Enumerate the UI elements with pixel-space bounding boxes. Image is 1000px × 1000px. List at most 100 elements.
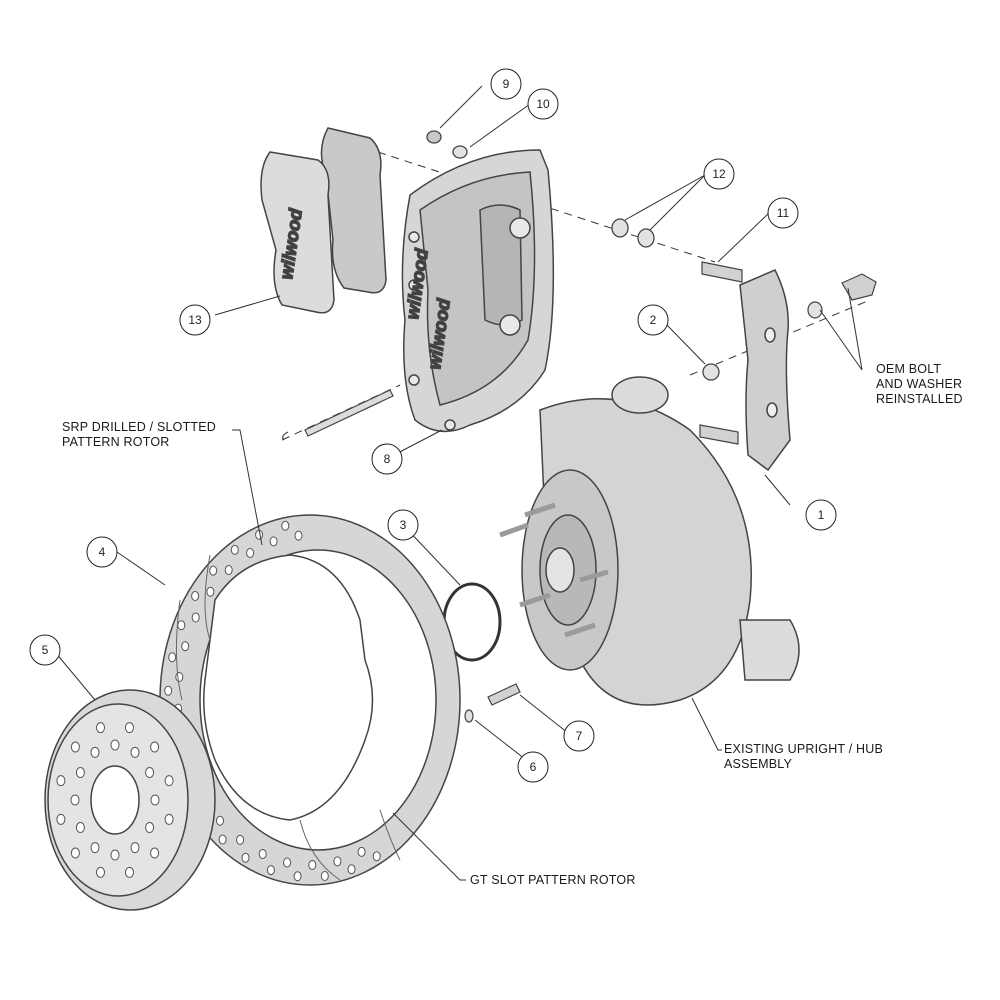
hat-bolt-hole <box>96 866 105 878</box>
hat-bolt-hole <box>75 822 85 833</box>
leader-lines <box>54 85 863 881</box>
hat-bolt-hole <box>150 847 160 859</box>
rotor-drill-hole <box>294 530 303 541</box>
rotor-drill-hole <box>209 565 218 576</box>
hat-bolt-hole <box>130 746 140 758</box>
rotor-drill-hole <box>181 641 190 652</box>
rotor-drill-hole <box>347 864 356 875</box>
callout-7: 7 <box>563 720 595 752</box>
bleeder-parts <box>426 130 468 159</box>
label-oem-bolt: OEM BOLT AND WASHER REINSTALLED <box>876 362 963 407</box>
hat-bolt-hole <box>110 849 120 861</box>
rotor-drill-hole <box>191 591 200 601</box>
callout-8: 8 <box>371 443 403 475</box>
callout-3-number: 3 <box>400 518 407 532</box>
mounting-bracket <box>739 269 791 472</box>
rotor-drill-hole <box>236 834 245 845</box>
rotor-drill-hole <box>191 612 200 623</box>
rotor-drill-hole <box>266 865 275 876</box>
oem-bolt-washer <box>807 273 877 319</box>
callout-12-number: 12 <box>712 167 726 181</box>
hat-bolt-hole <box>110 739 120 751</box>
label-gt-rotor-line-1: GT SLOT PATTERN ROTOR <box>470 873 636 887</box>
callout-10: 10 <box>527 88 559 120</box>
rotor-drill-hole <box>320 871 329 881</box>
label-oem-bolt-line-2: AND WASHER <box>876 377 963 391</box>
callout-13-number: 13 <box>188 313 202 327</box>
hat-bolt-hole <box>70 794 80 806</box>
rotor-drill-hole <box>206 586 215 597</box>
label-upright-hub: EXISTING UPRIGHT / HUB ASSEMBLY <box>724 742 883 772</box>
shim-washers <box>611 218 655 248</box>
hat-bolt-hole <box>125 722 134 734</box>
callout-2: 2 <box>637 304 669 336</box>
hat-bolt-hole <box>130 842 140 854</box>
callout-2-number: 2 <box>650 313 657 327</box>
hat-bolt-hole <box>90 746 100 758</box>
callout-12: 12 <box>703 158 735 190</box>
hat-bolt-holes <box>56 722 174 878</box>
hat-bolt-hole <box>145 767 155 778</box>
brake-pads: wilwood <box>260 127 387 314</box>
callout-6-number: 6 <box>530 760 537 774</box>
pad-retaining-pin <box>282 389 394 441</box>
label-gt-rotor: GT SLOT PATTERN ROTOR <box>470 873 636 888</box>
hat-bolt-hole <box>56 813 66 825</box>
callout-11-number: 11 <box>777 206 790 220</box>
label-upright-line-2: ASSEMBLY <box>724 757 793 771</box>
assembly-centerlines <box>281 151 871 441</box>
rotor-drill-hole <box>224 565 233 575</box>
rotor-drill-hole <box>168 652 177 663</box>
hat-bolt-hole <box>75 767 85 778</box>
rotor-drill-hole <box>175 672 184 682</box>
hat-bolt-hole <box>145 822 155 833</box>
mounting-bolts <box>699 261 743 445</box>
callout-10-number: 10 <box>536 97 550 111</box>
rotor-drill-hole <box>269 536 278 547</box>
rotor-drill-hole <box>216 815 224 826</box>
rotor-drill-hole <box>177 620 186 631</box>
rotor-drill-hole <box>281 520 290 531</box>
label-upright-line-1: EXISTING UPRIGHT / HUB <box>724 742 884 756</box>
rotor-bolt <box>464 683 521 723</box>
hat-bolt-hole <box>125 866 134 878</box>
rotor-drill-hole <box>283 857 292 868</box>
existing-upright-hub <box>499 376 800 706</box>
hat-bolt-hole <box>150 794 160 806</box>
hat-bolt-hole <box>96 722 105 734</box>
callout-3: 3 <box>387 509 419 541</box>
rotor-hat <box>44 689 216 911</box>
callout-1-number: 1 <box>818 508 825 522</box>
caliper: wilwood wilwood <box>401 149 555 433</box>
rotor-drill-hole <box>372 851 381 862</box>
rotor-drill-hole <box>241 852 250 863</box>
callout-13: 13 <box>179 304 211 336</box>
hat-bolt-hole <box>70 847 80 859</box>
rotor-drill-hole <box>293 871 302 882</box>
rotor-slots <box>175 554 401 881</box>
callout-9: 9 <box>490 68 522 100</box>
rotor-drill-hole <box>357 846 366 857</box>
hat-bolt-hole <box>164 775 174 787</box>
callout-1: 1 <box>805 499 837 531</box>
callout-7-number: 7 <box>576 729 583 743</box>
rotor-drill-hole <box>308 860 317 870</box>
rotor-drill-hole <box>333 856 342 867</box>
callout-9-number: 9 <box>503 77 510 91</box>
hat-bolt-hole <box>164 813 174 825</box>
rotor-drill-hole <box>218 834 227 845</box>
hat-bolt-hole <box>56 775 66 787</box>
callout-6: 6 <box>517 751 549 783</box>
rotor-drill-hole <box>258 849 267 859</box>
label-srp-rotor: SRP DRILLED / SLOTTED PATTERN ROTOR <box>62 420 216 450</box>
label-oem-bolt-line-1: OEM BOLT <box>876 362 942 376</box>
hat-bolt-hole <box>70 741 80 753</box>
rotor-drill-hole <box>246 548 255 558</box>
callout-11: 11 <box>767 197 799 229</box>
label-srp-rotor-line-1: SRP DRILLED / SLOTTED <box>62 420 217 434</box>
callout-4: 4 <box>86 536 118 568</box>
spacer-washer <box>702 363 720 381</box>
callout-5: 5 <box>29 634 61 666</box>
